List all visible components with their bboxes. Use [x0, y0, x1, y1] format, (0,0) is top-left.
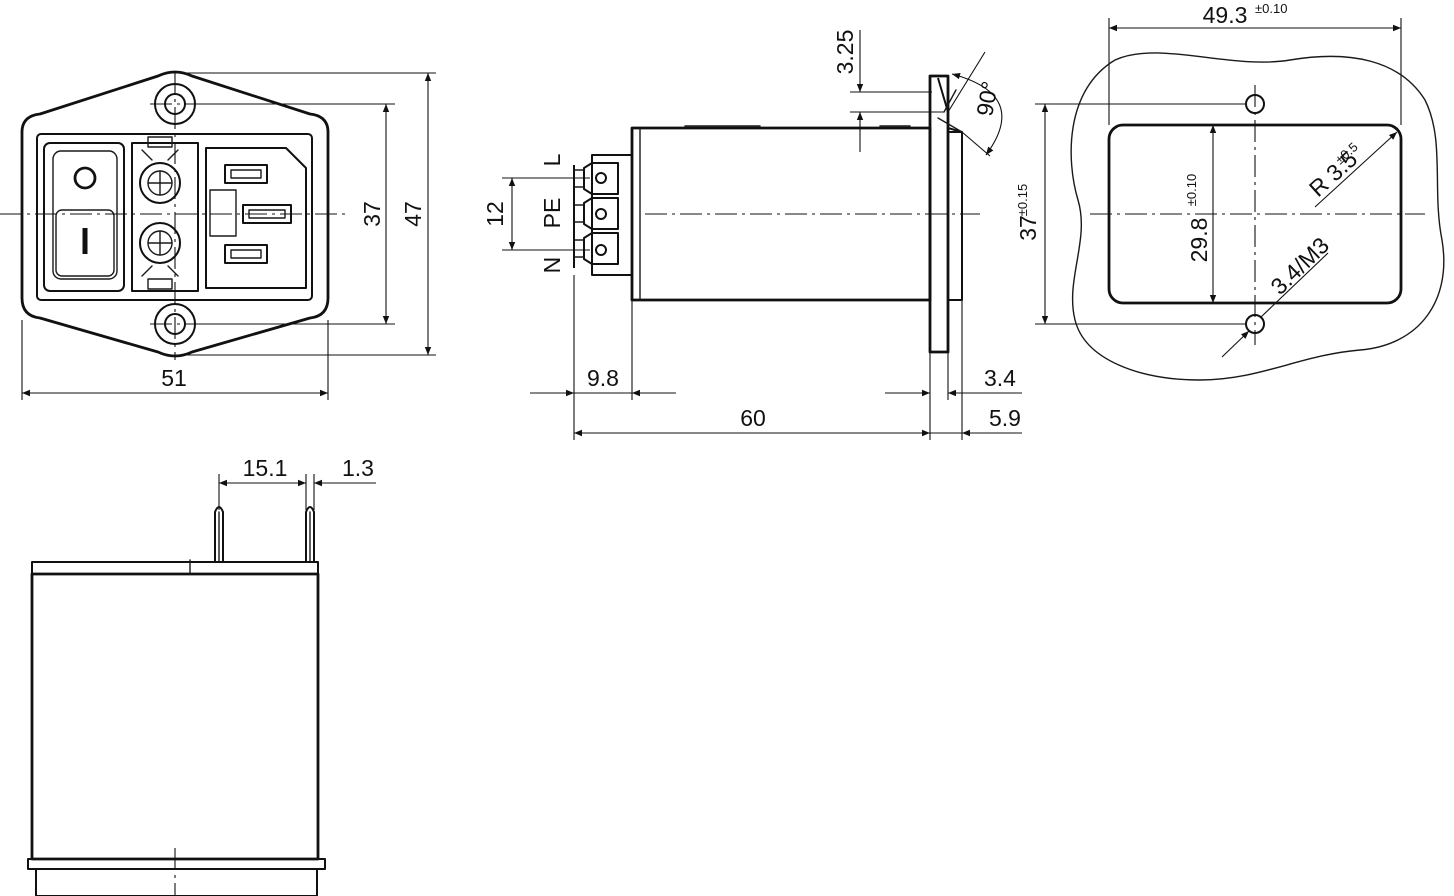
fuse-holder [131, 136, 199, 292]
iec-inlet [205, 147, 307, 289]
bottom-body [30, 572, 320, 861]
front-view: 51 37 47 [0, 70, 436, 400]
label-tab-spacing: 15.1 [243, 455, 288, 481]
bottom-view: 15.1 1.3 [27, 455, 376, 896]
filter-body [630, 126, 932, 302]
label-tab-thickness: 1.3 [342, 455, 374, 481]
side-view: L PE N 12 3.25 90° 9.8 3.4 60 [482, 30, 1022, 440]
dim-leader-radius [1314, 131, 1398, 208]
terminal-label-L: L [539, 153, 565, 166]
label-cutout-height-tol: ±0.15 [1015, 184, 1030, 216]
label-cutout-inner-height: 29.8 [1186, 218, 1212, 263]
label-cutout-width: 49.3 [1203, 2, 1248, 28]
label-flange-total: 5.9 [989, 405, 1021, 431]
label-mount-spacing: 37 [359, 201, 385, 227]
label-terminal-length: 9.8 [587, 365, 619, 391]
label-cutout-hole: 3.4/M3 [1265, 232, 1334, 300]
label-height: 47 [400, 201, 426, 227]
label-cutout-height: 37 [1015, 215, 1041, 241]
rocker-switch [43, 142, 125, 292]
label-cutout-inner-height-tol: ±0.10 [1184, 174, 1199, 206]
cutout-view: 49.3 ±0.10 37 ±0.15 29.8 ±0.10 R 3.5 ±0.… [1015, 1, 1445, 381]
dim-leader-hole [1221, 330, 1250, 358]
label-angle: 90° [971, 79, 1003, 118]
label-flange-thickness: 3.25 [832, 30, 858, 75]
flange-outline [20, 70, 330, 358]
terminal-label-N: N [539, 257, 565, 274]
tab-right [305, 506, 315, 562]
label-cutout-width-tol: ±0.10 [1255, 1, 1287, 16]
terminal-label-PE: PE [539, 198, 565, 229]
label-flange-front: 3.4 [984, 365, 1016, 391]
label-terminal-pitch: 12 [482, 201, 508, 227]
switch-off-symbol [73, 166, 97, 190]
label-width: 51 [161, 365, 187, 391]
label-body-length: 60 [740, 405, 766, 431]
terminal-block [573, 154, 633, 276]
panel-outline [1070, 52, 1445, 381]
